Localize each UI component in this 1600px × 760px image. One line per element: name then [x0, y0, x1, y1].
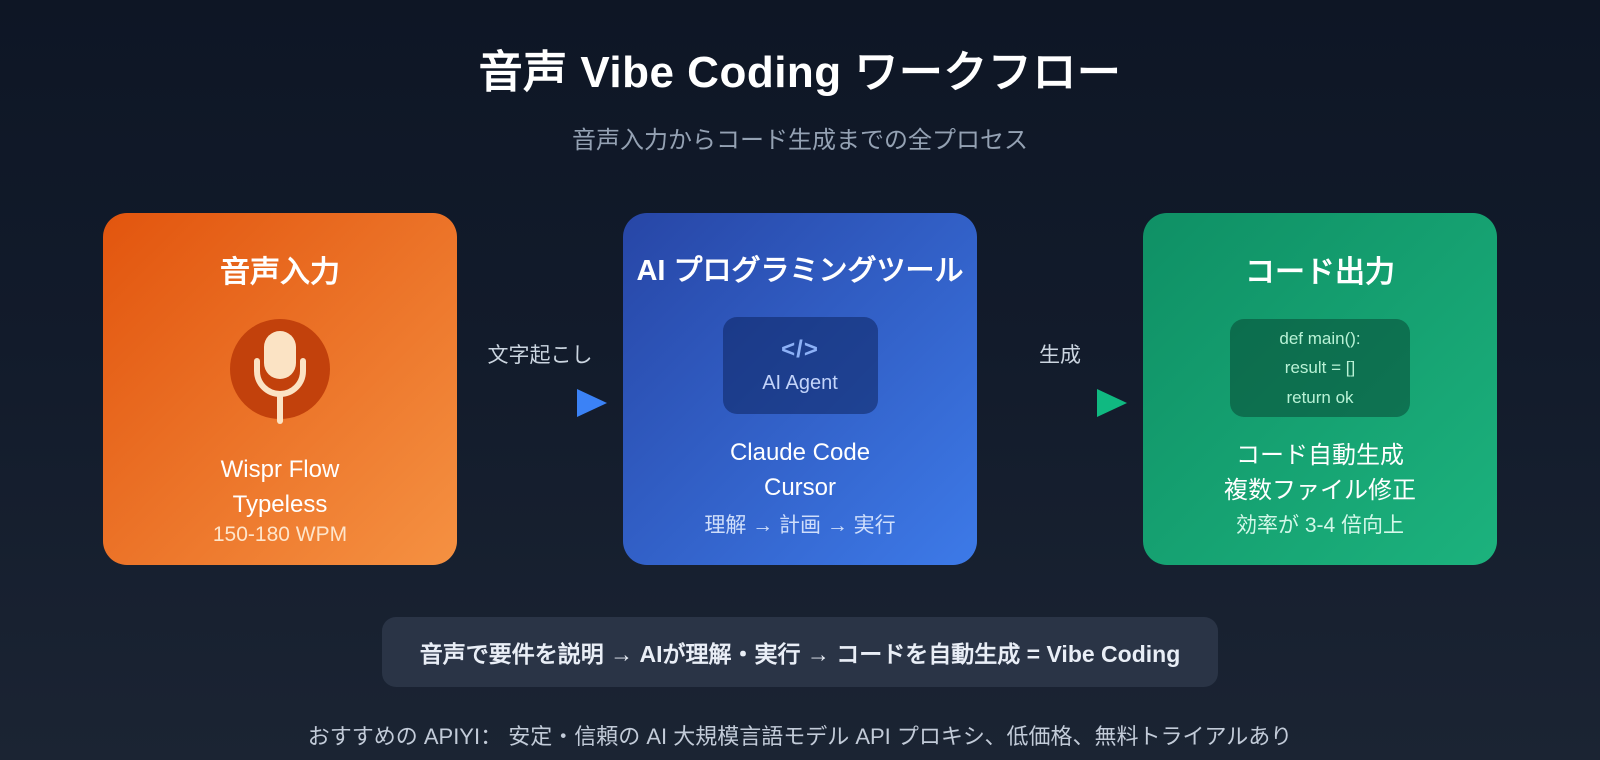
summary-box: 音声で要件を説明 → AIが理解・実行 → コードを自動生成 = Vibe Co…: [381, 617, 1219, 687]
code-line: def main():: [1279, 328, 1361, 348]
card-voice-input-title: 音声入力: [220, 256, 340, 289]
arrow-right-icon: [577, 389, 607, 417]
header: 音声 Vibe Coding ワークフロー 音声入力からコード生成までの全プロセ…: [0, 0, 1600, 155]
card-voice-input-tools: Wispr Flow Typeless: [221, 453, 340, 523]
card-code-output: コード出力 def main(): result = [] return ok …: [1143, 213, 1497, 565]
page-subtitle: 音声入力からコード生成までの全プロセス: [572, 127, 1028, 154]
microphone-icon: [230, 319, 330, 431]
flow-row: 音声入力 Wispr Flow Typeless 150-180 WPM 文字起…: [0, 213, 1600, 565]
card-ai-tool-stat: 理解 → 計画 → 実行: [704, 514, 896, 537]
arrow-generate-label: 生成: [1039, 344, 1081, 367]
tool-name: Wispr Flow: [220, 456, 340, 483]
page-title: 音声 Vibe Coding ワークフロー: [478, 48, 1122, 97]
code-line: result = []: [1284, 358, 1356, 378]
tool-name: Typeless: [232, 490, 328, 518]
card-code-output-features: コード自動生成 複数ファイル修正: [1224, 439, 1416, 509]
summary-row: 音声で要件を説明 → AIが理解・実行 → コードを自動生成 = Vibe Co…: [0, 617, 1600, 687]
card-code-output-title: コード出力: [1245, 256, 1395, 289]
arrow-generate: 生成: [977, 213, 1143, 565]
arrow-transcription-label: 文字起こし: [487, 344, 593, 367]
ai-agent-badge: </> AI Agent: [722, 317, 878, 414]
card-ai-tool-tools: Claude Code Cursor: [730, 436, 870, 506]
code-line: return ok: [1286, 388, 1354, 408]
card-ai-tool: AI プログラミングツール </> AI Agent Claude Code C…: [623, 213, 977, 565]
tool-name: Cursor: [763, 473, 836, 501]
card-voice-input-stat: 150-180 WPM: [212, 522, 348, 546]
card-code-output-stat: 効率が 3-4 倍向上: [1235, 514, 1405, 537]
arrow-transcription: 文字起こし: [457, 213, 623, 565]
tool-name: Claude Code: [729, 439, 871, 466]
card-ai-tool-title: AI プログラミングツール: [636, 255, 964, 287]
code-snippet-box: def main(): result = [] return ok: [1230, 319, 1410, 418]
footer-note: おすすめの APIYI： 安定・信頼の AI 大規模言語モデル API プロキシ…: [307, 724, 1293, 749]
card-voice-input: 音声入力 Wispr Flow Typeless 150-180 WPM: [103, 213, 457, 565]
ai-agent-label: AI Agent: [762, 372, 838, 394]
feature-line: 複数ファイル修正: [1224, 477, 1416, 505]
code-brackets-icon: </>: [781, 336, 819, 363]
feature-line: コード自動生成: [1236, 442, 1404, 470]
arrow-right-icon: [1097, 389, 1127, 417]
